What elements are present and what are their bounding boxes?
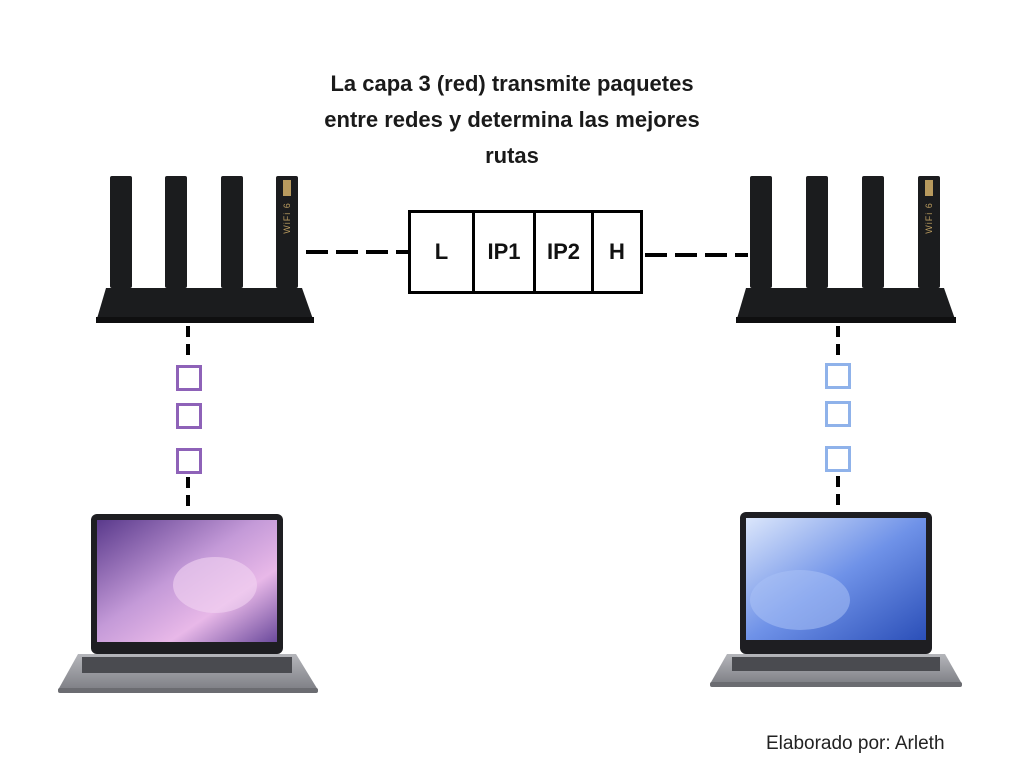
packet-square-left xyxy=(176,365,202,391)
router-badge: WiFi 6 xyxy=(276,198,298,238)
router-icon xyxy=(96,176,314,323)
packet-field-ip2: IP2 xyxy=(536,213,594,291)
laptop-icon xyxy=(710,512,962,687)
packet-field-l: L xyxy=(411,213,475,291)
packet-square-left xyxy=(176,448,202,474)
author-credit: Elaborado por: Arleth xyxy=(766,733,945,754)
diagram-title: La capa 3 (red) transmite paquetes entre… xyxy=(324,71,700,168)
packet-square-right xyxy=(825,363,851,389)
router-badge: WiFi 6 xyxy=(918,198,940,238)
laptop-icon xyxy=(58,514,318,693)
router-badge-label: WiFi 6 xyxy=(282,202,292,234)
router-icon xyxy=(736,176,956,323)
packet-square-right xyxy=(825,446,851,472)
packet-square-right xyxy=(825,401,851,427)
router-badge-label: WiFi 6 xyxy=(924,202,934,234)
packet: L IP1 IP2 H xyxy=(408,210,643,294)
packet-field-h: H xyxy=(609,239,625,264)
packet-field-ip1: IP1 xyxy=(475,213,536,291)
packet-square-left xyxy=(176,403,202,429)
